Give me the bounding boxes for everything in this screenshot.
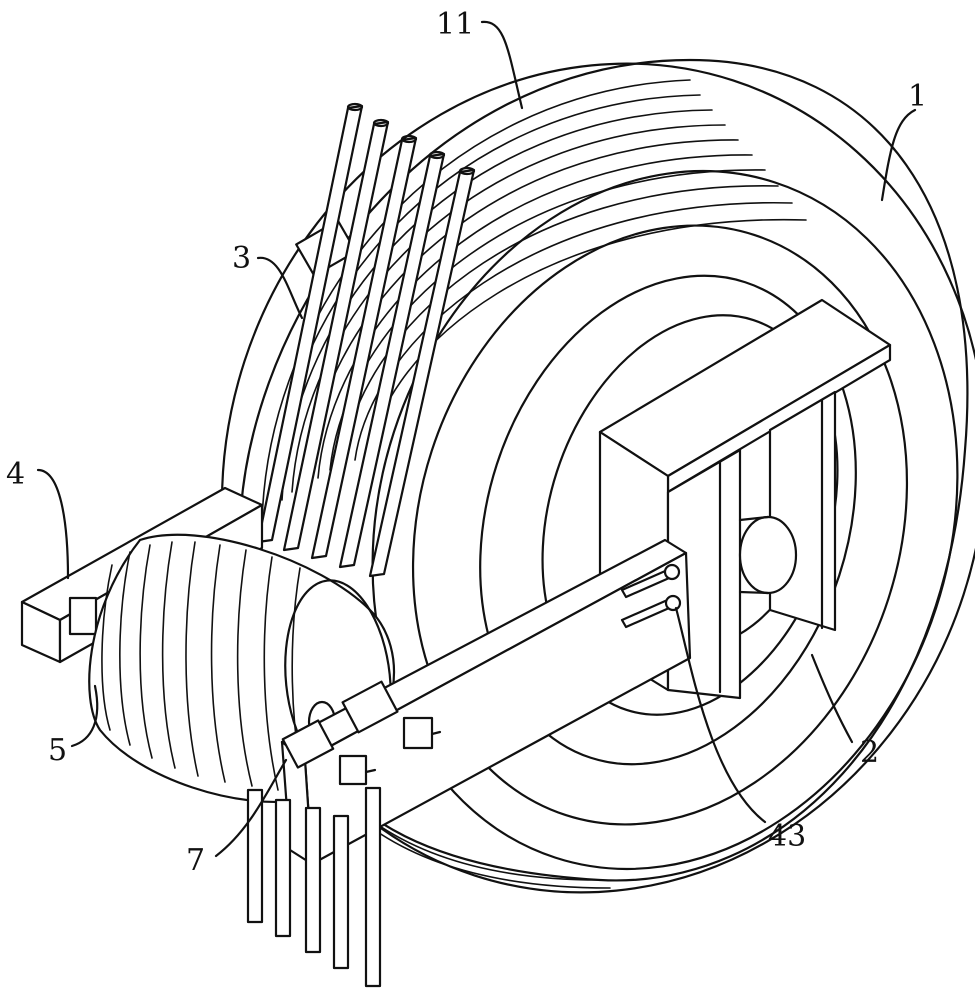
bearing-block-2 <box>281 719 335 769</box>
rod-3 <box>310 136 418 560</box>
drum-face-ring-2 <box>411 224 909 826</box>
bracket-rear-plate <box>768 390 837 632</box>
label-2: 2 <box>860 735 879 770</box>
drum-face-outer <box>371 169 959 871</box>
upper-rods <box>256 102 476 578</box>
label-11: 11 <box>436 7 474 42</box>
pin-block-2 <box>338 754 368 786</box>
rod-4 <box>338 152 446 569</box>
leader-lines <box>36 20 917 858</box>
shaft-boss <box>738 515 798 595</box>
label-1: 1 <box>908 79 927 114</box>
lower-rod-1 <box>246 788 264 924</box>
part-labels: 1 11 2 3 4 5 7 43 <box>6 7 927 878</box>
rod-1 <box>256 104 364 544</box>
label-43: 43 <box>768 819 806 854</box>
bolt-1 <box>663 563 681 581</box>
label-4: 4 <box>6 457 25 492</box>
front-bar <box>280 538 692 866</box>
lower-rod-3 <box>304 806 322 954</box>
rod-2 <box>282 120 390 552</box>
bolt-2 <box>664 594 682 612</box>
label-3: 3 <box>232 241 251 276</box>
drum-face-ring-3 <box>479 274 857 766</box>
pin-block-1 <box>402 716 434 750</box>
lower-rod-4 <box>332 814 350 970</box>
lower-rod-5 <box>364 786 382 988</box>
drum-rim-ring-1 <box>220 62 975 894</box>
lower-rod-2 <box>274 798 292 938</box>
bearing-block-1 <box>341 680 399 734</box>
label-7: 7 <box>186 843 205 878</box>
rod-5 <box>368 168 476 578</box>
label-5: 5 <box>48 733 67 768</box>
lower-rods <box>246 786 382 988</box>
rear-bar-clamp <box>68 596 98 636</box>
